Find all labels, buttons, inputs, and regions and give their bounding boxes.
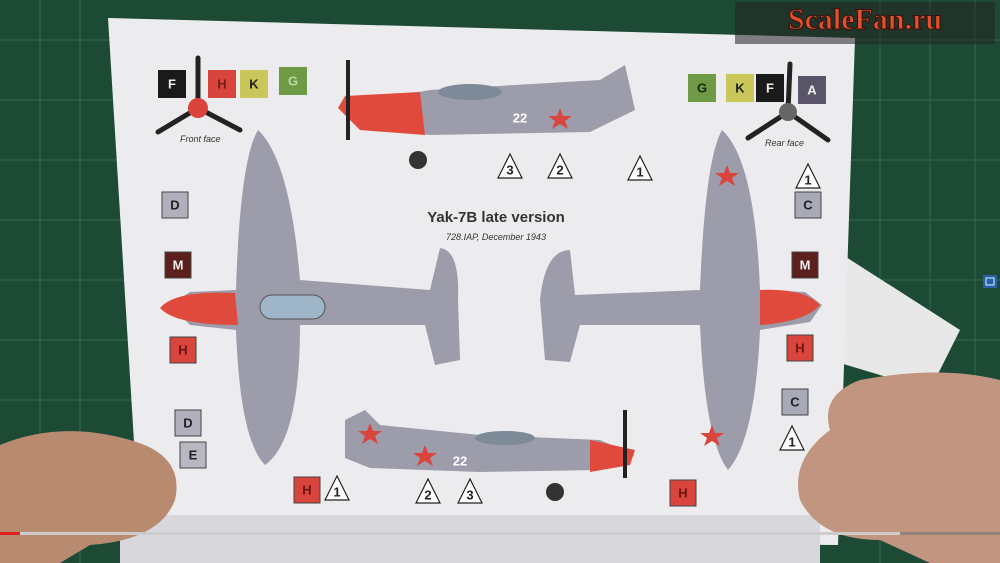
progress-buffered (0, 532, 900, 535)
right-hand (798, 372, 1000, 563)
label-text: M (173, 258, 184, 273)
label-text: G (288, 74, 298, 89)
label-text: 1 (804, 173, 811, 188)
label-text: 1 (333, 485, 340, 500)
label-text: H (217, 77, 226, 92)
label-text: C (790, 395, 800, 410)
aircraft-top-view (160, 130, 460, 465)
label-text: E (189, 448, 198, 463)
label-text: H (795, 341, 804, 356)
label-text: H (678, 486, 687, 501)
logo-backdrop (735, 2, 995, 44)
aircraft-number-bottom: 22 (453, 454, 467, 469)
rear-face-label: Rear face (765, 138, 804, 148)
label-text: A (807, 83, 817, 98)
background-sheet (830, 250, 960, 390)
label-text: K (249, 77, 259, 92)
label-text: 1 (636, 165, 643, 180)
propeller-rear-face (745, 61, 831, 143)
front-color-keys: F H K G (158, 67, 307, 98)
stencil-triangles: 3 2 1 1 2 3 1 1 (324, 152, 821, 504)
label-text: H (178, 343, 187, 358)
label-text: K (735, 81, 745, 96)
decal-sheet (108, 18, 855, 545)
player-icon-button[interactable] (983, 275, 997, 288)
label-text: 2 (424, 488, 431, 503)
label-text: F (168, 77, 176, 92)
rear-color-keys: G K F A (688, 74, 826, 104)
sheet-title: Yak-7B late version (427, 209, 565, 226)
progress-played[interactable] (0, 532, 20, 535)
label-text: G (697, 81, 707, 96)
label-text: C (803, 198, 813, 213)
label-text: 3 (506, 163, 513, 178)
front-face-label: Front face (180, 134, 221, 144)
aircraft-number: 22 (513, 111, 527, 126)
label-text: D (170, 198, 179, 213)
label-text: 2 (556, 163, 563, 178)
aircraft-profile-bottom: 22 (345, 410, 635, 501)
left-hand (0, 431, 177, 563)
aircraft-profile-top: 22 (338, 60, 635, 169)
aircraft-bottom-view (540, 130, 822, 470)
sheet-subtitle: 728.IAP, December 1943 (446, 232, 546, 242)
label-text: H (302, 483, 311, 498)
label-text: F (766, 81, 774, 96)
right-callouts: C M H C H (669, 191, 822, 507)
propeller-front-face (155, 55, 243, 135)
label-text: 3 (466, 488, 473, 503)
label-text: M (800, 258, 811, 273)
next-sheet (120, 515, 820, 563)
label-text: 1 (788, 435, 795, 450)
label-text: D (183, 416, 192, 431)
channel-logo: ScaleFan.ru (788, 3, 942, 36)
left-callouts: D M H D E H (161, 191, 321, 504)
